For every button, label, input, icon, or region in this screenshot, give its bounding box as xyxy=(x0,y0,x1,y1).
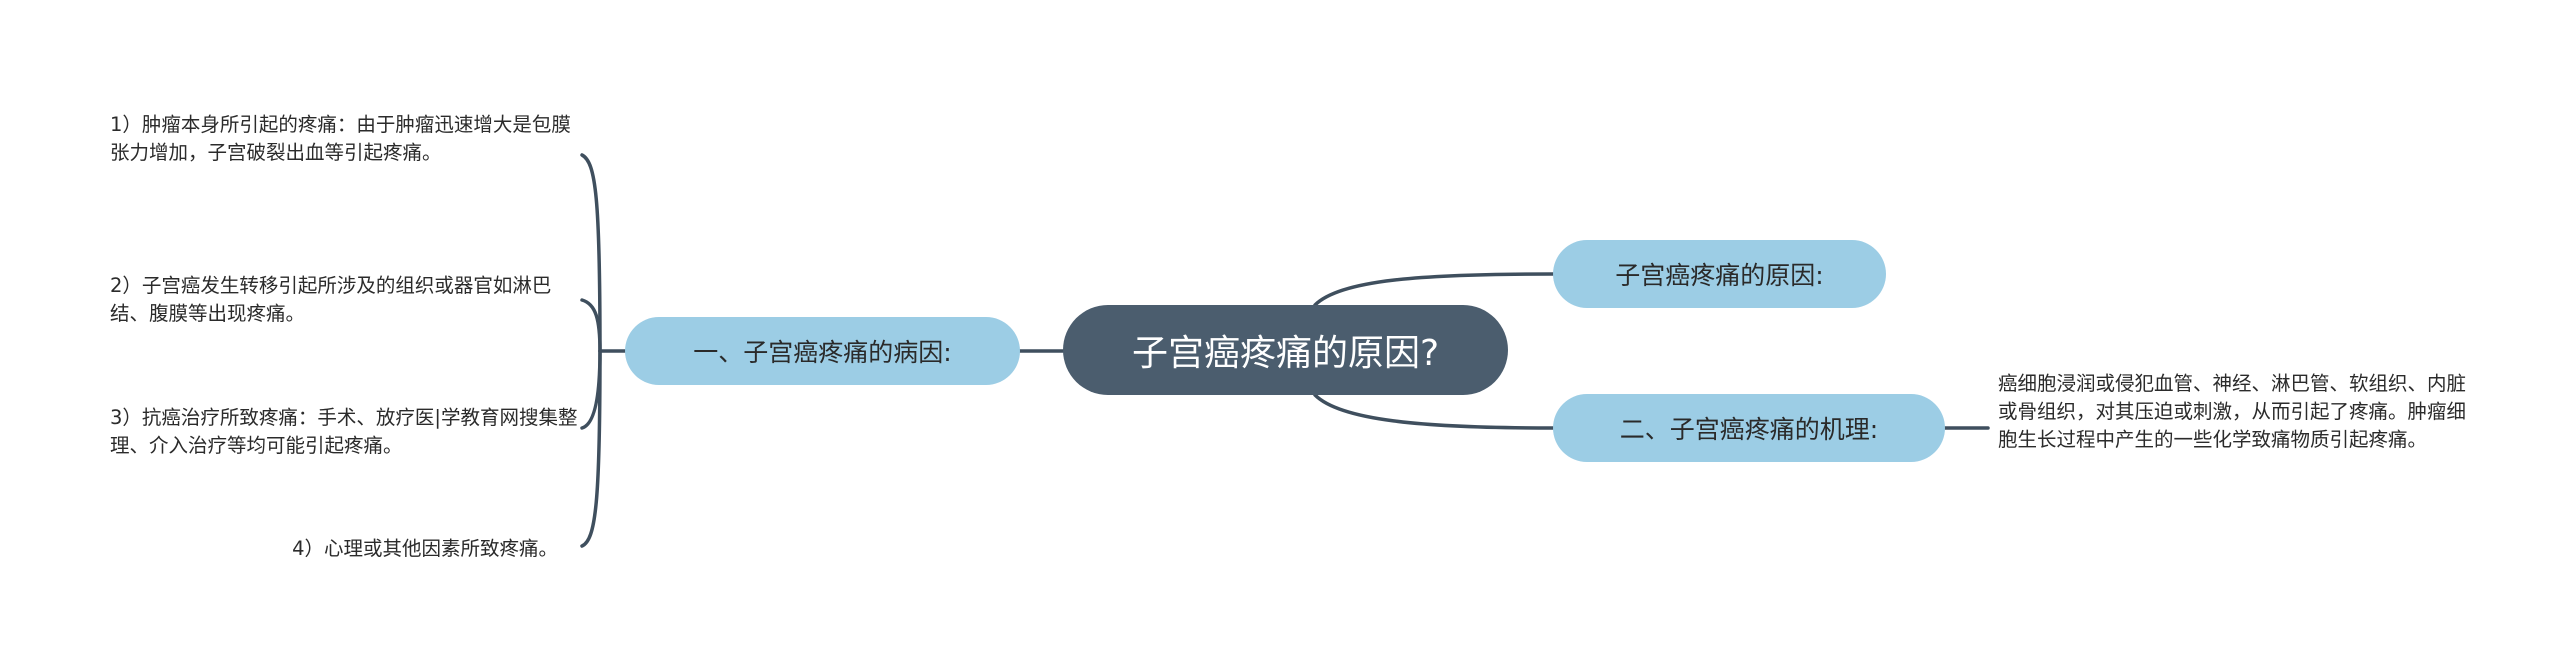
branch-pain-reasons-label: 子宫癌疼痛的原因: xyxy=(1615,261,1824,290)
branch-pain-mechanism[interactable]: 二、子宫癌疼痛的机理: xyxy=(1553,394,1945,462)
branch-pain-mechanism-label: 二、子宫癌疼痛的机理: xyxy=(1619,415,1879,444)
bracket-leaf-2 xyxy=(580,298,602,353)
branch-pain-reasons[interactable]: 子宫癌疼痛的原因: xyxy=(1553,240,1886,308)
bracket-leaf-4 xyxy=(580,349,602,548)
branch-pain-causes[interactable]: 一、子宫癌疼痛的病因: xyxy=(625,317,1020,385)
branch-pain-causes-label: 一、子宫癌疼痛的病因: xyxy=(693,338,952,367)
central-topic-label: 子宫癌疼痛的原因? xyxy=(1131,333,1440,374)
leaf-treatment-pain[interactable]: 3）抗癌治疗所致疼痛：手术、放疗医|学教育网搜集整理、介入治疗等均可能引起疼痛。 xyxy=(110,406,578,457)
leaf-psychological-pain[interactable]: 4）心理或其他因素所致疼痛。 xyxy=(292,537,558,560)
connector-center-right-bottom xyxy=(1313,393,1555,430)
leaf-metastasis-pain[interactable]: 2）子宫癌发生转移引起所涉及的组织或器官如淋巴结、腹膜等出现疼痛。 xyxy=(110,274,552,325)
leaf-tumor-pain[interactable]: 1）肿瘤本身所引起的疼痛：由于肿瘤迅速增大是包膜张力增加，子宫破裂出血等引起疼痛… xyxy=(110,113,571,164)
bracket-leaf-1 xyxy=(580,153,602,353)
leaf-mechanism-detail[interactable]: 癌细胞浸润或侵犯血管、神经、淋巴管、软组织、内脏或骨组织，对其压迫或刺激，从而引… xyxy=(1998,372,2467,451)
central-topic[interactable]: 子宫癌疼痛的原因? xyxy=(1063,305,1508,395)
bracket-leaf-3 xyxy=(580,349,602,430)
connector-center-right-top xyxy=(1313,272,1555,307)
